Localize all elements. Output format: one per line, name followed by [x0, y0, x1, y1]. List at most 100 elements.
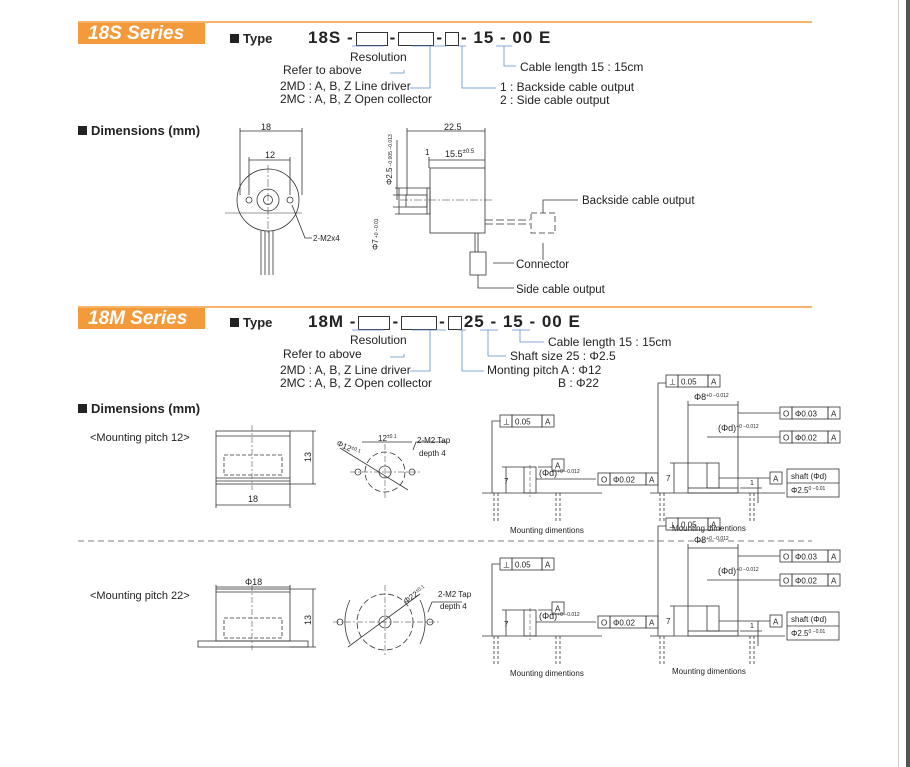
type-code-18s: 18S ---- 15 - 00 E [308, 28, 551, 48]
type-code-18m: 18M ---25 - 15 - 00 E [308, 312, 581, 332]
code-part: - 15 - 00 E [460, 28, 552, 47]
runout-frame-2: O Φ0.02 A [779, 430, 841, 444]
dim-value: Φ2.5 [385, 167, 394, 185]
phid-dim: (Φd)+0 −0.012 [539, 611, 580, 621]
shaft-header: shaft (Φd) [791, 615, 827, 624]
gdt-cell: Φ0.02 [795, 577, 818, 586]
depth-label: depth 4 [440, 602, 467, 611]
dim-value: 15.5 [445, 149, 463, 159]
gdt-cell: A [831, 434, 837, 443]
dims-title: Dimensions (mm) [91, 123, 201, 138]
gdt-cell: A [649, 619, 655, 628]
gdt-cell: A [555, 462, 561, 471]
code-part: 25 - 15 - 00 E [463, 312, 581, 331]
pitch-a: Monting pitch A : Φ12 [487, 363, 602, 377]
type-label: Type [243, 31, 273, 46]
dim-value: Φ7 [371, 239, 380, 250]
dim-value: Φ12 [335, 439, 353, 454]
dim-tolerance: ±0.1 [350, 445, 362, 455]
code-slot [398, 31, 435, 46]
type-label: Type [243, 315, 273, 330]
gdt-cell: Φ0.02 [613, 619, 636, 628]
pitch-b: B : Φ22 [558, 376, 599, 390]
runout-frame-1: O Φ0.03 A [779, 406, 841, 420]
dim-7: 7 [504, 620, 509, 629]
output-2: 2 : Side cable output [500, 93, 610, 107]
perpendicularity-frame: ⊥ 0.05 A [499, 414, 555, 428]
dim-18: 18 [248, 494, 258, 504]
gdt-cell: ⊥ [503, 418, 510, 427]
code-part: - [439, 312, 446, 331]
gdt-cell: Φ0.03 [795, 553, 818, 562]
shaft-table: shaft (Φd) Φ2.50 −0.01 [786, 611, 840, 641]
gdt-cell: O [783, 434, 789, 443]
page-edge-shadow [906, 0, 910, 767]
dim-tolerance: +0 −0.012 [557, 469, 580, 475]
dim-tolerance: +0 −0.012 [706, 393, 729, 399]
gdt-cell: A [831, 410, 837, 419]
code-slot [358, 315, 391, 330]
bullet-square-icon [78, 404, 87, 413]
datum-box: A [551, 458, 565, 472]
mode-md: 2MD : A, B, Z Line driver [280, 79, 411, 93]
gdt-cell: A [711, 521, 717, 530]
side-view-18s [393, 128, 578, 289]
mode-mc: 2MC : A, B, Z Open collector [280, 92, 433, 106]
dim-15-5: 15.5±0.5 [445, 149, 475, 159]
gdt-cell: O [601, 476, 607, 485]
dim-18: 18 [261, 122, 271, 132]
shaft-value: Φ2.50 −0.01 [791, 486, 826, 495]
runout-frame-2: O Φ0.02 A [779, 573, 841, 587]
code-part: - [389, 28, 397, 47]
shaft-value: Φ2.50 −0.01 [791, 629, 826, 638]
dim-tolerance: −0.005 −0.013 [388, 134, 394, 166]
dim-tolerance: 0 −0.01 [809, 629, 826, 635]
series-badge-18m: 18M Series [78, 308, 205, 329]
dim-7: 7 [666, 474, 671, 483]
dim-tolerance: +0 −0.012 [706, 536, 729, 542]
gdt-cell: O [783, 553, 789, 562]
gdt-cell: 0.05 [515, 418, 531, 427]
header-rule-18s [78, 21, 812, 23]
backside-label: Backside cable output [582, 195, 695, 207]
gdt-cell: Φ0.03 [795, 410, 818, 419]
dim-7: 7 [666, 617, 671, 626]
code-part: 18S - [308, 28, 354, 47]
mounting-dimensions-label: Mounting dimentions [510, 526, 584, 535]
gdt-cell: ⊥ [669, 521, 676, 530]
gdt-cell: Φ0.02 [795, 434, 818, 443]
tap-label: 2-M2 Tap [438, 590, 472, 599]
gdt-cell: O [783, 410, 789, 419]
code-slot [444, 31, 459, 46]
dim-tolerance: ±0.1 [415, 584, 427, 595]
gdt-cell: A [545, 418, 551, 427]
dimensions-heading-18s: Dimensions (mm) [78, 123, 200, 138]
dimensions-heading-18m: Dimensions (mm) [78, 401, 200, 416]
phid-dim: (Φd)+0 −0.012 [718, 566, 759, 576]
type-heading-18s: Type [230, 31, 272, 46]
code-part: 18M - [308, 312, 357, 331]
gdt-cell: O [783, 577, 789, 586]
span-12: 12±0.1 [378, 434, 397, 443]
dim-tolerance: +0 −0.01 [374, 218, 380, 238]
gdt-cell: Φ0.02 [613, 476, 636, 485]
gdt-cell: A [831, 577, 837, 586]
gdt-cell: O [601, 619, 607, 628]
code-slot [447, 315, 462, 330]
dim-1: 1 [425, 148, 430, 157]
code-part: - [392, 312, 400, 331]
dim-1: 1 [750, 623, 754, 630]
gdt-cell: A [545, 561, 551, 570]
mounting-dimensions-label: Mounting dimentions [510, 669, 584, 678]
gdt-cell: A [773, 618, 779, 627]
cable-length: Cable length 15 : 15cm [520, 60, 644, 74]
mode-mc: 2MC : A, B, Z Open collector [280, 376, 433, 390]
gdt-cell: ⊥ [669, 378, 676, 387]
dim-13: 13 [303, 615, 313, 625]
dim-tolerance: +0 −0.012 [557, 612, 580, 618]
mounting-pitch-22-label: <Mounting pitch 22> [90, 590, 190, 602]
